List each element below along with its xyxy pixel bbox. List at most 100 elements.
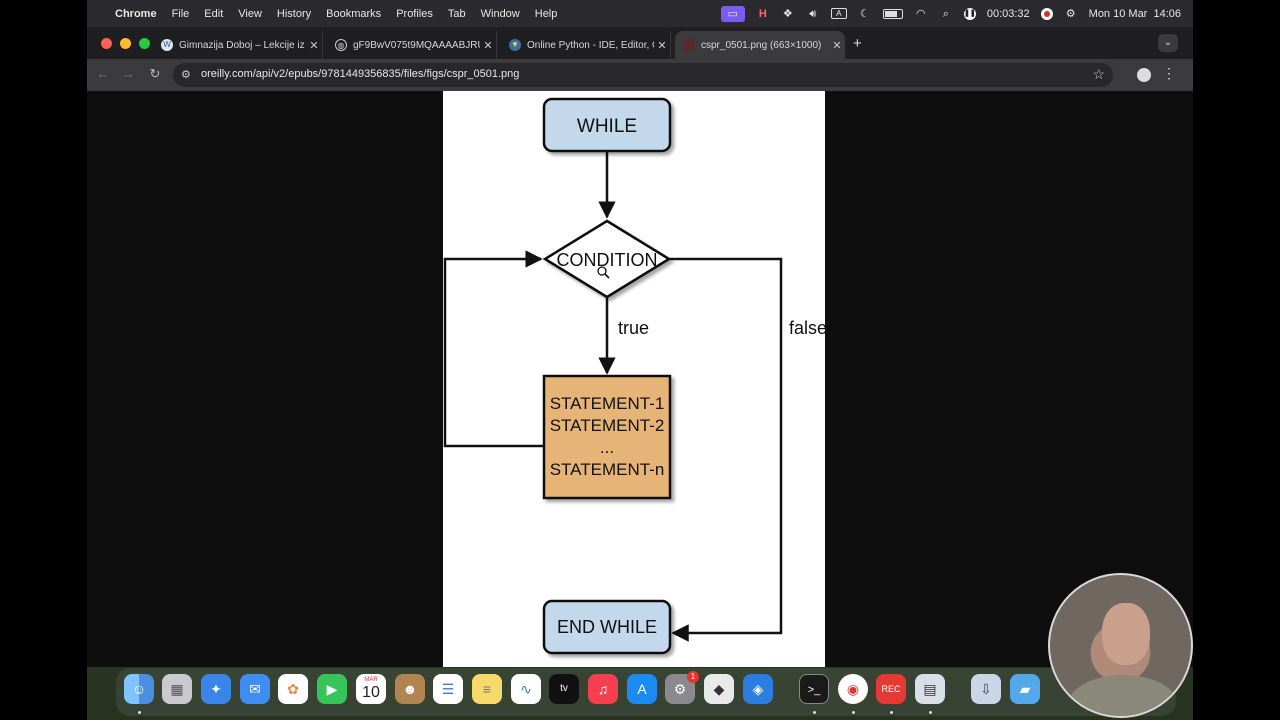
settings-icon[interactable]: ⚙1 (665, 671, 699, 704)
appletv-icon[interactable]: tv (549, 674, 579, 704)
menu-bar: Chrome File Edit View History Bookmarks … (87, 0, 1193, 27)
appstore-icon[interactable]: A (627, 674, 657, 704)
screen-recorder-icon[interactable]: REC (876, 674, 906, 704)
arrow-loop-back (443, 250, 544, 448)
wifi-icon[interactable]: ◠ (916, 7, 926, 20)
preview-icon[interactable]: ▤ (915, 674, 945, 704)
focus-moon-icon[interactable]: ☾ (859, 7, 870, 20)
downloads-icon[interactable]: ⇩ (971, 674, 1001, 704)
statement-2-label: STATEMENT-2 (550, 416, 665, 435)
music-icon[interactable]: ♫ (588, 674, 618, 704)
more-menu-icon[interactable]: ⋮ (1162, 65, 1176, 81)
tab-search-chevron-icon[interactable]: ⌄ (1158, 34, 1178, 52)
wordpress-icon: W (161, 39, 173, 51)
finder-icon[interactable]: ☺ (124, 674, 154, 704)
condition-label: CONDITION (557, 250, 658, 270)
zoom-cursor-icon (597, 266, 610, 279)
arrow-false-branch (669, 257, 783, 642)
terminal-icon[interactable]: >_ (799, 674, 829, 704)
notes-icon[interactable]: ≡ (472, 674, 502, 704)
dropbox-icon[interactable]: ❖ (782, 7, 793, 20)
statement-ellipsis-label: ... (600, 438, 614, 457)
tab-title: gF9BwV075t9MQAAAABJRU5ErkJggg== (353, 39, 480, 51)
window-controls (101, 38, 150, 49)
control-center-icon[interactable]: ⚙︎ (1065, 7, 1076, 20)
screen-share-icon[interactable]: ▭ (720, 5, 745, 22)
launchpad-icon[interactable]: ▦ (162, 674, 192, 704)
running-indicator (890, 711, 893, 714)
battery-icon[interactable] (882, 8, 903, 19)
bookmark-star-icon[interactable]: ☆ (1092, 66, 1105, 82)
new-tab-button[interactable]: + (853, 35, 862, 52)
chrome-icon[interactable]: ◉ (838, 674, 868, 704)
calendar-icon[interactable]: MAR 10 (356, 674, 386, 704)
end-while-box (542, 599, 672, 655)
statement-1-label: STATEMENT-1 (550, 394, 665, 413)
input-source-icon[interactable]: A (830, 8, 847, 19)
menu-clock[interactable]: Mon 10 Mar 14:06 (1088, 7, 1181, 20)
applications-folder-icon[interactable]: ▰ (1010, 674, 1040, 704)
false-label: false (789, 318, 825, 338)
recording-pause-icon[interactable]: ❚❚ (963, 7, 976, 20)
page-content: WHILE CONDITION true STATEMENT-1 STATEME… (87, 91, 1193, 667)
roblox-icon[interactable]: ◆ (704, 674, 734, 704)
close-tab-icon[interactable]: ✕ (832, 39, 842, 52)
running-indicator (138, 711, 141, 714)
reload-icon[interactable]: ↻ (149, 66, 161, 81)
url-text[interactable]: oreilly.com/api/v2/epubs/9781449356835/f… (201, 68, 520, 80)
tab-online-python[interactable]: ▼ Online Python - IDE, Editor, Compiler … (501, 31, 671, 59)
spotlight-search-icon[interactable]: ⌕ (942, 7, 949, 20)
minimize-window-button[interactable] (120, 38, 131, 49)
presenter-head (1102, 603, 1150, 665)
tab-gimnazija[interactable]: W Gimnazija Doboj – Lekcije iz informati… (153, 31, 323, 59)
facetime-icon[interactable]: ▶ (317, 674, 347, 704)
h-app-icon[interactable]: H (758, 7, 767, 20)
statements-box (542, 374, 672, 500)
close-tab-icon[interactable]: ✕ (657, 39, 667, 52)
mail-icon[interactable]: ✉ (240, 674, 270, 704)
forward-arrow-icon[interactable]: → (121, 66, 135, 81)
close-window-button[interactable] (101, 38, 112, 49)
profile-avatar-icon[interactable] (1137, 68, 1151, 82)
calendar-day: 10 (362, 684, 380, 701)
close-tab-icon[interactable]: ✕ (309, 39, 319, 52)
recording-timer: 00:03:32 (986, 7, 1030, 20)
menu-history[interactable]: History (276, 7, 312, 20)
menu-profiles[interactable]: Profiles (396, 7, 433, 20)
menu-app-name[interactable]: Chrome (115, 7, 157, 20)
menu-tab[interactable]: Tab (447, 7, 466, 20)
menu-file[interactable]: File (171, 7, 190, 20)
settings-badge: 1 (687, 671, 699, 683)
tab-cspr-image[interactable]: cspr_0501.png (663×1000) ✕ (675, 31, 845, 59)
photos-icon[interactable]: ✿ (278, 674, 308, 704)
menu-window[interactable]: Window (480, 7, 520, 20)
safari-icon[interactable]: ✦ (201, 674, 231, 704)
menu-edit[interactable]: Edit (204, 7, 224, 20)
true-label: true (618, 318, 649, 338)
running-indicator (852, 711, 855, 714)
close-tab-icon[interactable]: ✕ (483, 39, 493, 52)
calendar-month: MAR (364, 677, 378, 683)
statement-n-label: STATEMENT-n (550, 460, 665, 479)
freeform-icon[interactable]: ∿ (511, 674, 541, 704)
menu-help[interactable]: Help (534, 7, 558, 20)
address-bar[interactable]: ⚙ oreilly.com/api/v2/epubs/9781449356835… (173, 63, 1113, 87)
roblox-studio-icon[interactable]: ◈ (743, 674, 773, 704)
browser-toolbar: ← → ↻ ⚙ oreilly.com/api/v2/epubs/9781449… (87, 59, 1193, 91)
menu-bookmarks[interactable]: Bookmarks (326, 7, 382, 20)
back-arrow-icon[interactable]: ← (96, 66, 110, 81)
tab-image-data[interactable]: ◍ gF9BwV075t9MQAAAABJRU5ErkJggg== ✕ (327, 31, 497, 59)
zoom-window-button[interactable] (139, 38, 150, 49)
webcam-overlay (1048, 573, 1193, 718)
contacts-icon[interactable]: ☻ (395, 674, 425, 704)
reminders-icon[interactable]: ☰ (433, 674, 463, 704)
running-indicator (813, 711, 816, 714)
volume-icon[interactable]: 🔊︎ (809, 7, 817, 20)
python-icon: ▼ (509, 39, 521, 51)
while-label: WHILE (577, 116, 637, 137)
record-icon[interactable] (1040, 7, 1053, 20)
site-settings-icon[interactable]: ⚙ (181, 69, 191, 81)
image-icon (683, 39, 695, 51)
menu-view[interactable]: View (238, 7, 262, 20)
running-indicator (929, 711, 932, 714)
